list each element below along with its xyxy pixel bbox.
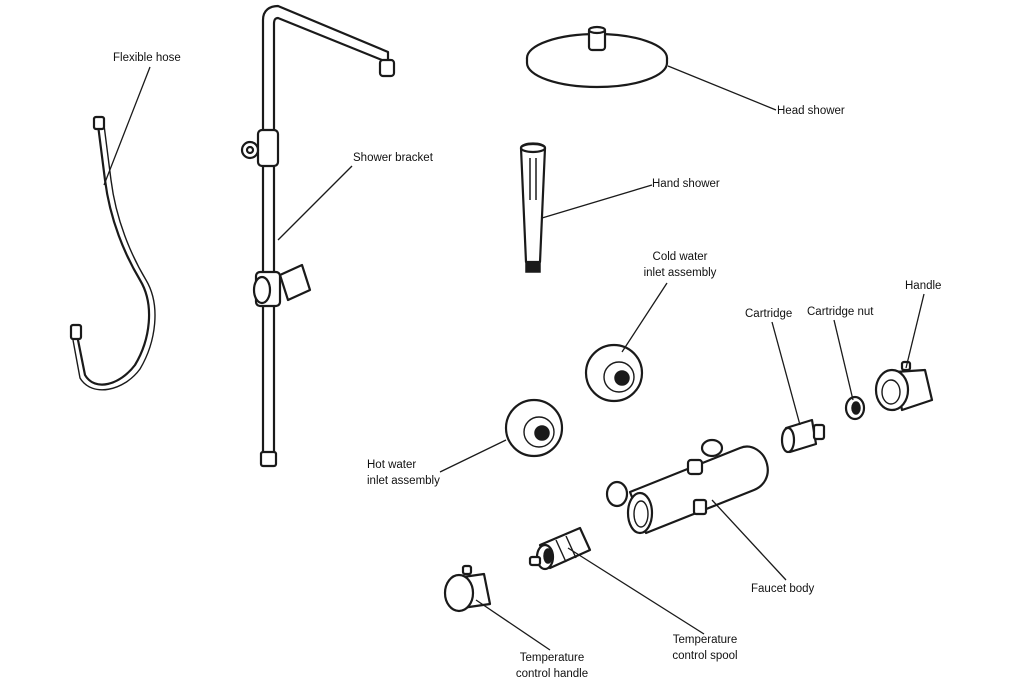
cartridge (780, 418, 826, 454)
label-faucet-body: Faucet body (751, 583, 815, 595)
hot-water-inlet-assembly (504, 398, 564, 458)
label-temperature-control-handle-line-1: Temperature (519, 652, 585, 664)
hand-shower (519, 142, 547, 273)
label-head-shower: Head shower (777, 105, 845, 117)
label-cold-water-inlet-line-1: Cold water (652, 251, 708, 263)
label-temperature-control-spool-line-1: Temperature (672, 634, 738, 646)
shower-bracket (240, 4, 396, 468)
label-handle: Handle (905, 280, 942, 292)
label-cold-water-inlet: Cold water inlet assembly (630, 249, 730, 281)
label-flexible-hose: Flexible hose (113, 52, 181, 64)
label-shower-bracket: Shower bracket (353, 152, 433, 164)
label-hot-water-inlet-line-2: inlet assembly (367, 475, 440, 487)
label-temperature-control-handle: Temperature control handle (502, 650, 602, 682)
temperature-control-handle (443, 564, 492, 613)
faucet-body (605, 438, 769, 535)
label-cartridge: Cartridge (745, 308, 793, 320)
label-cold-water-inlet-line-2: inlet assembly (643, 267, 717, 279)
label-hot-water-inlet-line-1: Hot water (367, 459, 417, 471)
temperature-control-spool (528, 526, 592, 571)
handle (874, 360, 934, 412)
label-hand-shower: Hand shower (652, 178, 720, 190)
label-hot-water-inlet: Hot water inlet assembly (367, 457, 440, 489)
cartridge-nut (844, 395, 866, 421)
head-shower (525, 25, 669, 89)
leader-lines (103, 65, 925, 651)
label-temperature-control-handle-line-2: control handle (515, 668, 589, 680)
label-temperature-control-spool: Temperature control spool (655, 632, 755, 664)
flexible-hose (69, 115, 156, 391)
label-temperature-control-spool-line-2: control spool (672, 650, 738, 662)
label-cartridge-nut: Cartridge nut (807, 306, 874, 318)
cold-water-inlet-assembly (584, 343, 644, 403)
